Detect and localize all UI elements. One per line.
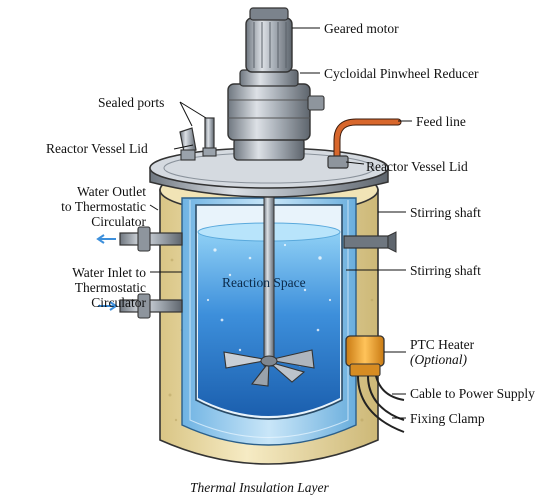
label-ptc-heater: PTC Heater [410, 337, 475, 352]
label-water-inlet-2: Thermostatic [74, 280, 146, 295]
impeller-icon [223, 175, 315, 387]
label-cable-power: Cable to Power Supply [410, 386, 535, 401]
heater-icon [345, 335, 405, 433]
sealed-ports [179, 117, 217, 161]
water-inlet-connector [98, 293, 183, 319]
feed-line [327, 118, 402, 169]
label-sealed-ports: Sealed ports [98, 95, 165, 110]
label-feed-line: Feed line [416, 114, 466, 129]
reducer-icon [227, 69, 325, 161]
label-cycloidal-reducer: Cycloidal Pinwheel Reducer [324, 66, 479, 81]
label-water-inlet-1: Water Inlet to [72, 265, 146, 280]
label-reactor-lid-left: Reactor Vessel Lid [46, 141, 148, 156]
label-thermal-insulation: Thermal Insulation Layer [190, 480, 329, 495]
motor-icon [245, 7, 293, 73]
label-stirring-shaft-1: Stirring shaft [410, 205, 481, 220]
clamp-icon [343, 231, 397, 253]
label-stirring-shaft-2: Stirring shaft [410, 263, 481, 278]
label-water-outlet-2: to Thermostatic [61, 199, 146, 214]
label-ptc-optional: (Optional) [410, 352, 467, 367]
label-geared-motor: Geared motor [324, 21, 399, 36]
label-fixing-clamp: Fixing Clamp [410, 411, 485, 426]
water-outlet-connector [96, 226, 183, 252]
label-water-outlet-1: Water Outlet [76, 184, 146, 199]
label-reactor-lid-right: Reactor Vessel Lid [366, 159, 468, 174]
label-reaction-space: Reaction Space [222, 275, 306, 290]
leader-lines [149, 27, 412, 419]
label-water-inlet-3: Circulator [91, 295, 146, 310]
label-water-outlet-3: Circulator [91, 214, 146, 229]
